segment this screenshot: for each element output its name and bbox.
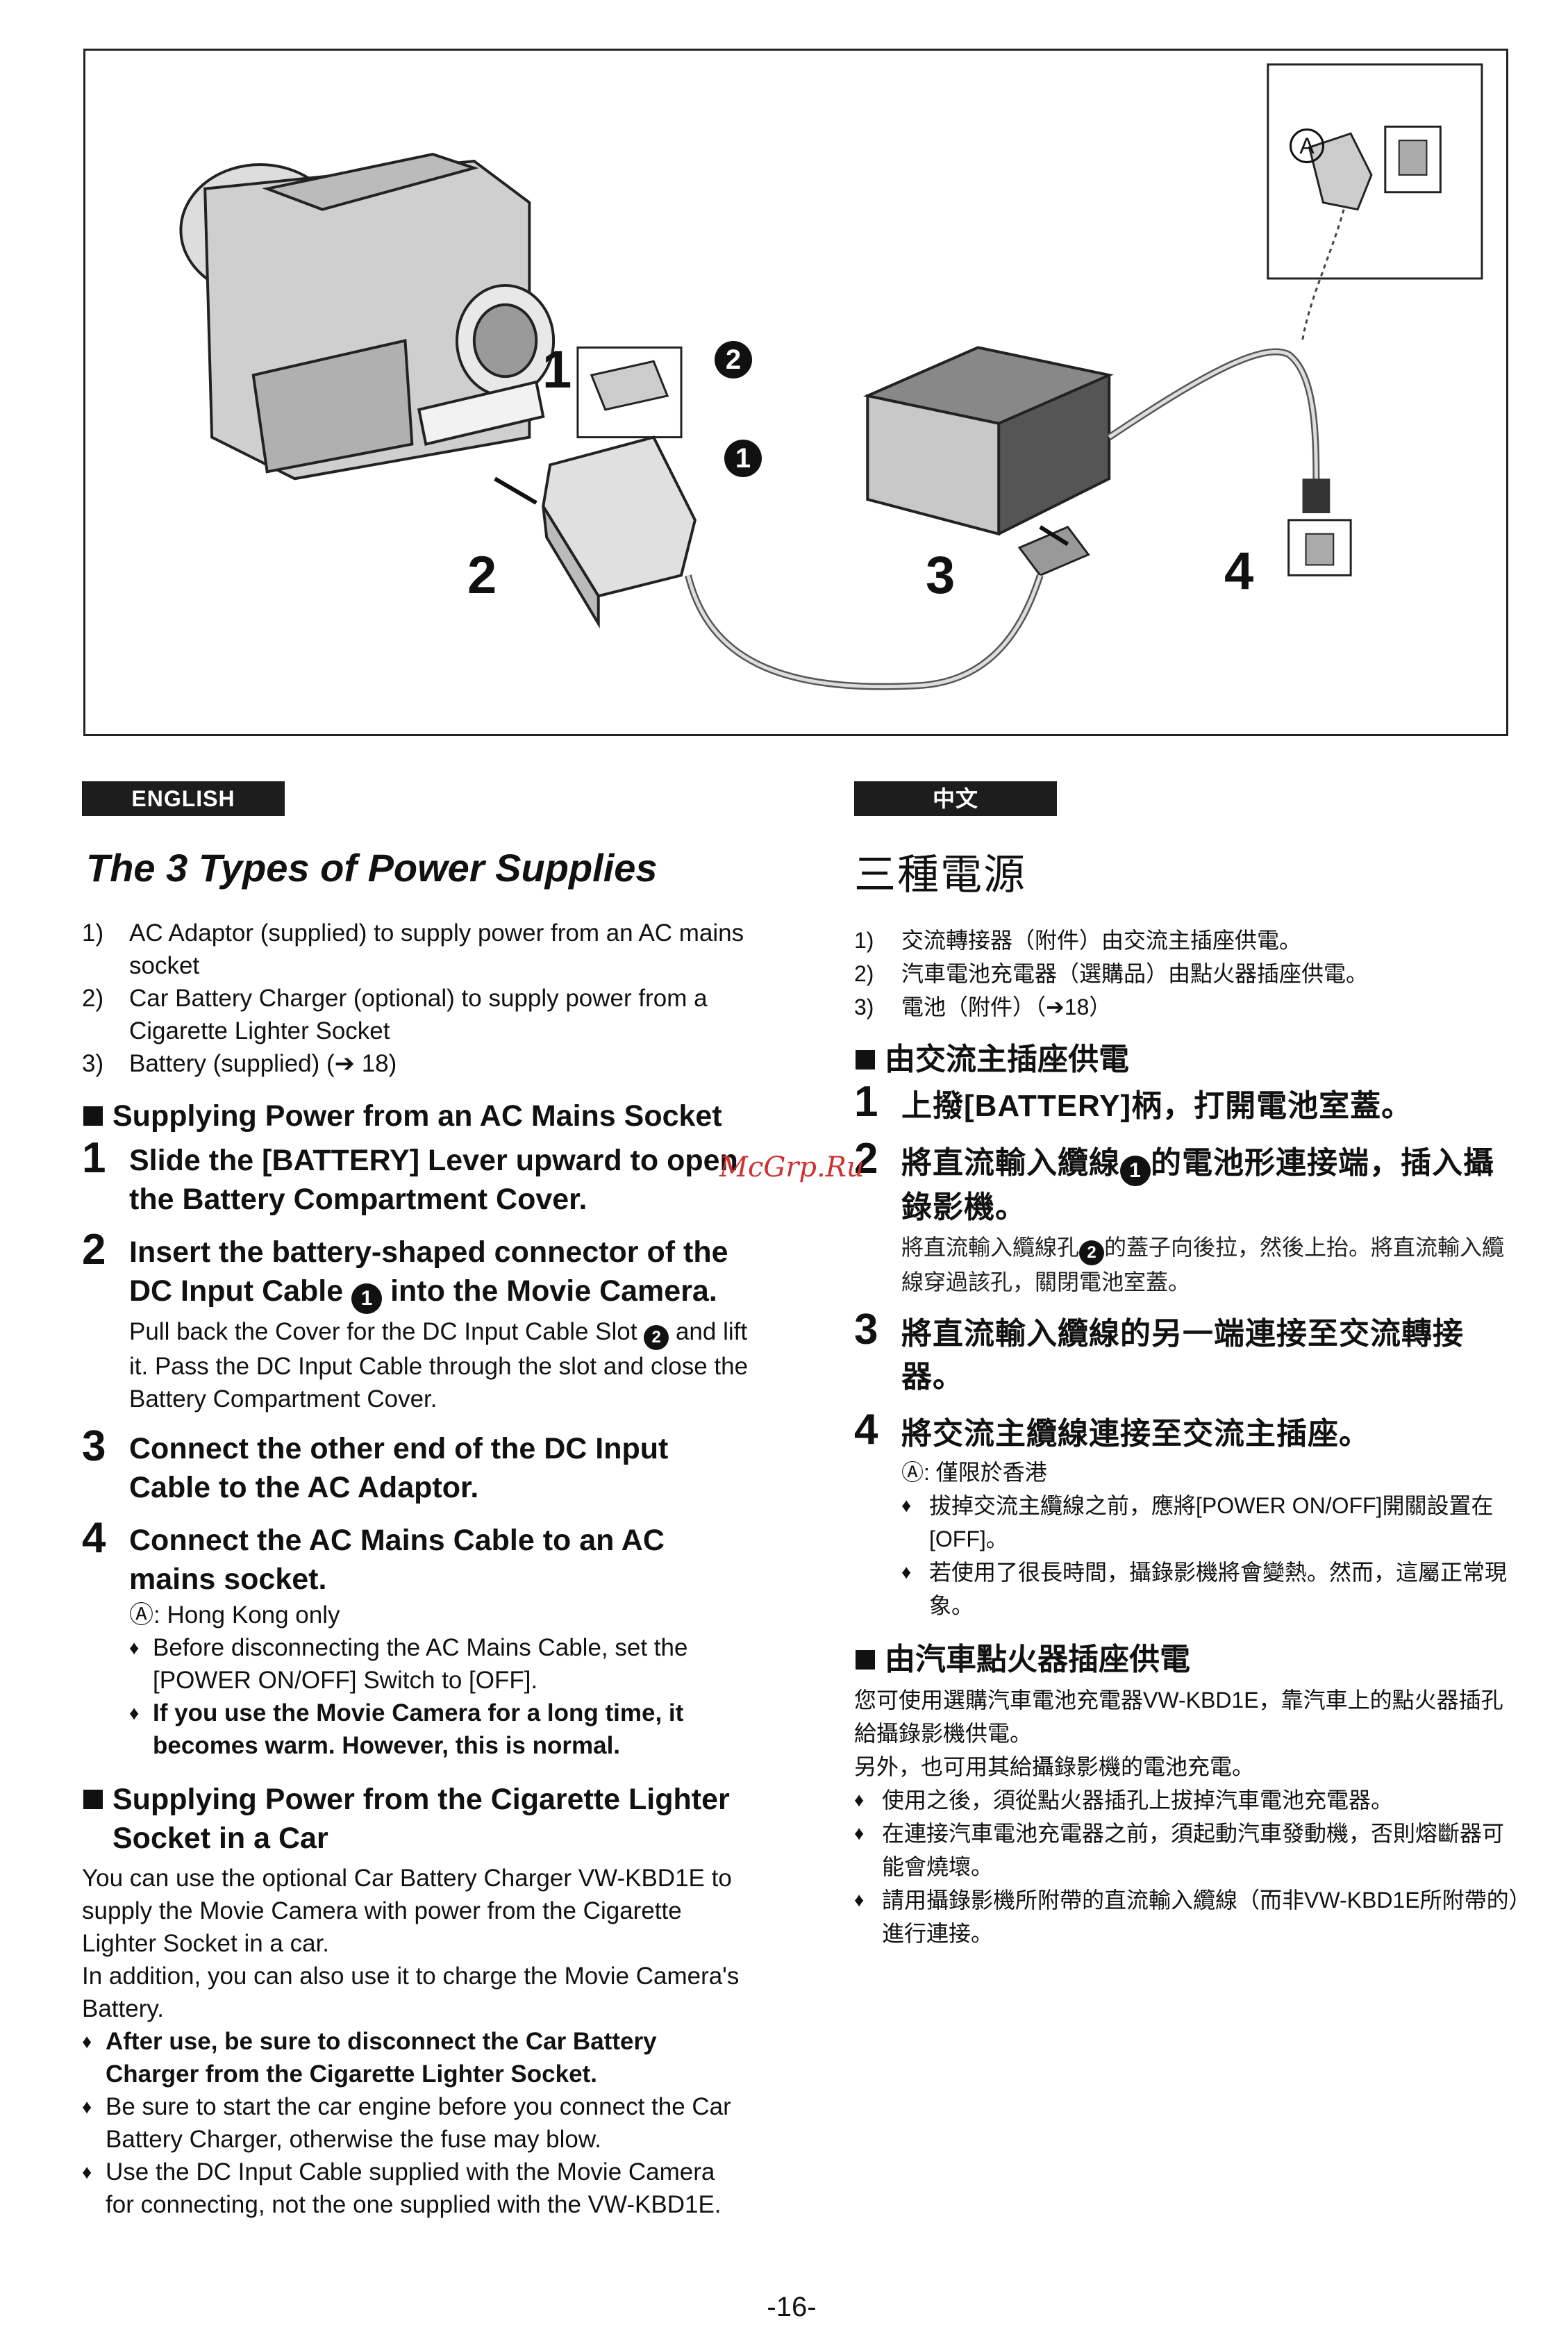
list-item: 3)電池（附件）（➔18） <box>854 994 1112 1019</box>
power-types-list-zh: 1)交流轉接器（附件）由交流主插座供電。 2)汽車電池充電器（選購品）由點火器插… <box>854 924 1521 1024</box>
battery-connector-drawing <box>542 435 697 629</box>
callout-1-icon: 1 <box>1120 1156 1151 1186</box>
list-item: 2)Car Battery Charger (optional) to supp… <box>82 985 708 1044</box>
callout-2: 2 <box>715 341 752 378</box>
english-column: ENGLISH The 3 Types of Power Supplies 1)… <box>82 781 749 2221</box>
callout-a: A <box>1290 128 1324 163</box>
list-item: 若使用了很長時間，攝錄影機將會變熱。然而，這屬正常現象。 <box>901 1556 1521 1622</box>
list-item: 使用之後，須從點火器插孔上拔掉汽車電池充電器。 <box>854 1783 1521 1817</box>
list-item: 1)AC Adaptor (supplied) to supply power … <box>82 919 744 979</box>
list-item: Be sure to start the car engine before y… <box>82 2090 749 2156</box>
list-item: If you use the Movie Camera for a long t… <box>129 1697 749 1762</box>
list-item: 3)Battery (supplied) (➔ 18) <box>82 1050 397 1077</box>
step4-bullets-zh: 拔掉交流主纜線之前，應將[POWER ON/OFF]開關設置在[OFF]。 若使… <box>901 1489 1521 1622</box>
list-item: Use the DC Input Cable supplied with the… <box>82 2156 749 2221</box>
title-chinese: 三種電源 <box>854 851 1026 898</box>
step-4: 4 Connect the AC Mains Cable to an AC ma… <box>82 1516 749 1762</box>
illustration-panel: 1 2 3 4 1 2 A <box>83 49 1508 736</box>
car-para-2: In addition, you can also use it to char… <box>82 1962 740 2022</box>
callout-1-icon: 1 <box>351 1283 383 1314</box>
step-1: 1 Slide the [BATTERY] Lever upward to op… <box>82 1134 738 1217</box>
hong-kong-inset <box>1267 63 1483 280</box>
list-item: Before disconnecting the AC Mains Cable,… <box>129 1631 749 1697</box>
section-car: Supplying Power from the Cigarette Light… <box>82 1780 749 1858</box>
step-1-zh: 1 上撥[BATTERY]柄，打開電池室蓋。 <box>854 1078 1413 1126</box>
callout-1: 1 <box>724 440 762 477</box>
car-para-2-zh: 另外，也可用其給攝錄影機的電池充電。 <box>854 1754 1255 1779</box>
step-3: 3 Connect the other end of the DC Input … <box>82 1422 669 1504</box>
section-ac-mains-zh: 由交流主插座供電 <box>854 1040 1521 1079</box>
step-3-zh: 3 將直流輸入纜線的另一端連接至交流轉接器。 <box>854 1306 1464 1395</box>
power-types-list: 1)AC Adaptor (supplied) to supply power … <box>82 917 749 1080</box>
watermark: McGrp.Ru <box>719 1151 865 1183</box>
step4-bullets: Before disconnecting the AC Mains Cable,… <box>129 1631 749 1762</box>
callout-2-icon: 2 <box>1079 1240 1105 1265</box>
car-para-1-zh: 您可使用選購汽車電池充電器VW-KBD1E，靠汽車上的點火器插孔給攝錄影機供電。 <box>854 1688 1503 1746</box>
car-bullets: After use, be sure to disconnect the Car… <box>82 2025 749 2221</box>
list-item: 在連接汽車電池充電器之前，須起動汽車發動機，否則熔斷器可能會燒壞。 <box>854 1817 1521 1883</box>
step-label-1: 1 <box>542 340 572 399</box>
list-item: 1)交流轉接器（附件）由交流主插座供電。 <box>854 928 1302 953</box>
hong-kong-note: Ⓐ: Hong Kong only <box>129 1601 340 1629</box>
step-label-2: 2 <box>467 546 497 605</box>
lang-tag-chinese: 中文 <box>854 781 1057 816</box>
camera-connection-illustration <box>179 63 1483 690</box>
list-item: 請用攝錄影機所附帶的直流輸入纜線（而非VW-KBD1E所附帶的）進行連接。 <box>854 1883 1521 1950</box>
chinese-column: 中文 三種電源 1)交流轉接器（附件）由交流主插座供電。 2)汽車電池充電器（選… <box>854 781 1521 1950</box>
section-ac-mains: Supplying Power from an AC Mains Socket <box>82 1097 749 1135</box>
step-2: 2 Insert the battery-shaped connector of… <box>82 1226 749 1413</box>
list-item: After use, be sure to disconnect the Car… <box>82 2025 749 2090</box>
callout-2-icon: 2 <box>644 1324 669 1350</box>
camera-drawing <box>179 153 556 481</box>
step-label-3: 3 <box>926 546 956 605</box>
title-english: The 3 Types of Power Supplies <box>86 846 658 890</box>
list-item: 拔掉交流主纜線之前，應將[POWER ON/OFF]開關設置在[OFF]。 <box>901 1489 1521 1556</box>
page-number: -16- <box>767 2292 817 2322</box>
list-item: 2)汽車電池充電器（選購品）由點火器插座供電。 <box>854 961 1369 986</box>
car-bullets-zh: 使用之後，須從點火器插孔上拔掉汽車電池充電器。 在連接汽車電池充電器之前，須起動… <box>854 1783 1521 1950</box>
ac-adaptor-drawing <box>862 346 1114 536</box>
lang-tag-english: ENGLISH <box>82 781 285 816</box>
step-4-zh: 4 將交流主纜線連接至交流主插座。 Ⓐ: 僅限於香港 拔掉交流主纜線之前，應將[… <box>854 1408 1521 1622</box>
car-para-1: You can use the optional Car Battery Cha… <box>82 1864 732 1957</box>
step-label-4: 4 <box>1224 542 1254 601</box>
hong-kong-note-zh: Ⓐ: 僅限於香港 <box>901 1460 1047 1485</box>
section-car-zh: 由汽車點火器插座供電 <box>854 1640 1521 1679</box>
